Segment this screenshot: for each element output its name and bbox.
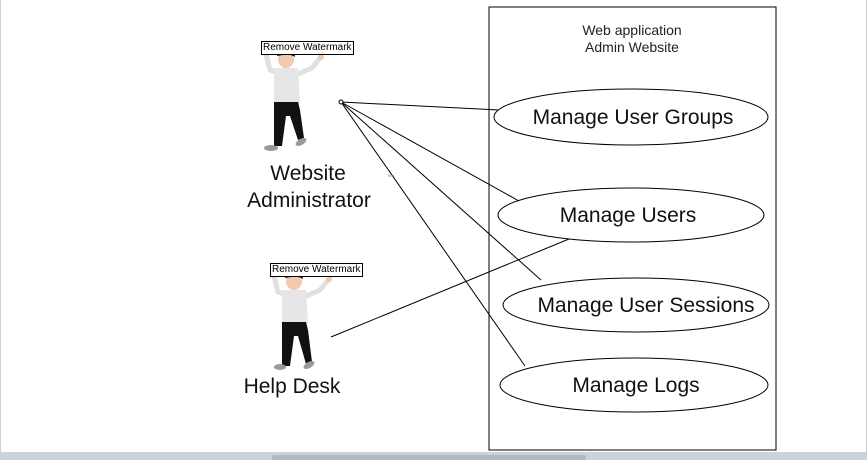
use-case-ellipse[interactable] xyxy=(502,277,770,333)
system-title-line2: Admin Website xyxy=(585,39,679,55)
edge-text-label: Text xyxy=(387,173,395,178)
system-title-line1: Web application xyxy=(582,22,681,38)
association-admin-logs[interactable] xyxy=(340,101,526,367)
scrollbar-thumb[interactable] xyxy=(272,455,586,460)
use-case-ellipse[interactable] xyxy=(497,187,765,243)
remove-watermark-button-admin[interactable]: Remove Watermark xyxy=(261,41,354,55)
association-admin-users[interactable] xyxy=(340,101,520,202)
use-case-label: Manage Logs xyxy=(572,374,699,397)
actor-help-desk[interactable]: Help Desk xyxy=(244,270,341,398)
use-case-manage-logs[interactable]: Manage Logs xyxy=(499,357,769,413)
actor-website-administrator[interactable]: Website Administrator xyxy=(247,48,371,212)
system-boundary[interactable] xyxy=(488,6,777,451)
use-case-ellipse[interactable] xyxy=(499,357,769,413)
association-admin-groups[interactable] xyxy=(340,101,500,111)
association-admin-sessions[interactable] xyxy=(340,101,542,281)
remove-watermark-button-helpdesk[interactable]: Remove Watermark xyxy=(270,263,363,277)
associations xyxy=(330,101,570,367)
use-case-label: Manage Users xyxy=(560,204,697,227)
use-case-label: Manage User Sessions xyxy=(537,294,754,317)
association-helpdesk-users[interactable] xyxy=(330,238,570,338)
actor-label-line1: Website xyxy=(270,162,345,185)
association-anchor xyxy=(338,99,344,105)
actor-label-line1: Help Desk xyxy=(244,375,341,398)
actor-label-line2: Administrator xyxy=(247,189,371,212)
use-case-manage-user-groups[interactable]: Manage User Groups xyxy=(493,88,769,146)
use-case-manage-user-sessions[interactable]: Manage User Sessions xyxy=(502,277,770,333)
use-case-label: Manage User Groups xyxy=(533,106,734,129)
person-figure-icon xyxy=(270,270,332,370)
use-case-manage-users[interactable]: Manage Users xyxy=(497,187,765,243)
person-figure-icon xyxy=(262,48,324,151)
use-case-ellipse[interactable] xyxy=(493,88,769,146)
